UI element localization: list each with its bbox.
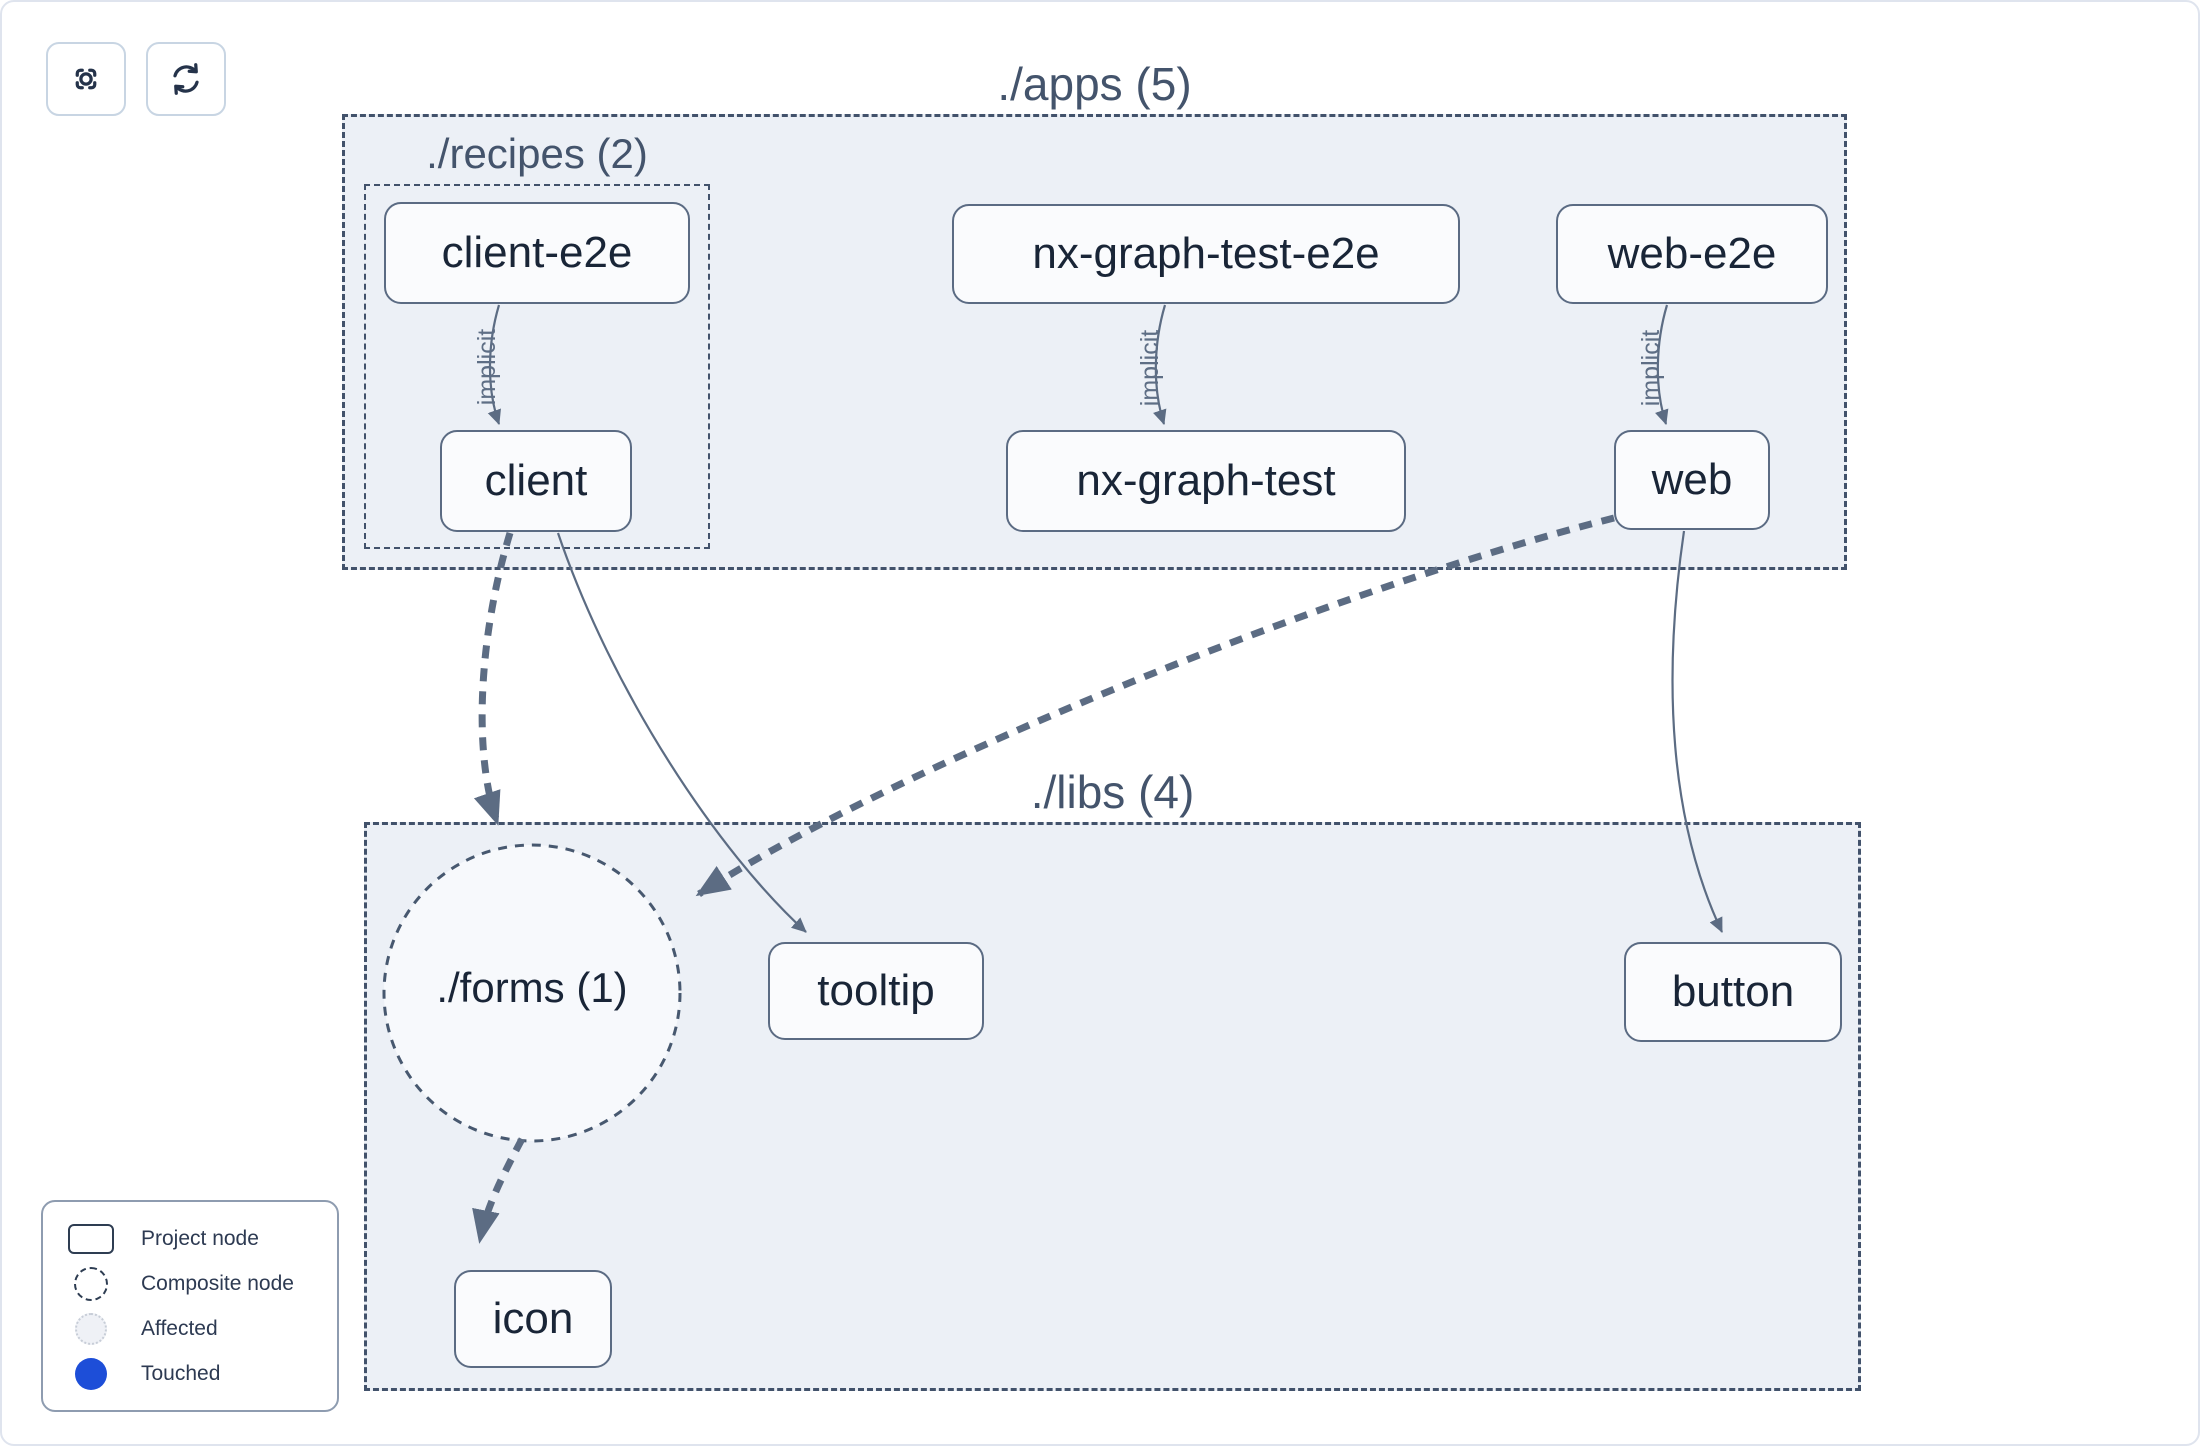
node-web-e2e[interactable]: web-e2e <box>1556 204 1828 304</box>
node-client[interactable]: client <box>440 430 632 532</box>
node-nx-graph-test-e2e[interactable]: nx-graph-test-e2e <box>952 204 1460 304</box>
node-web[interactable]: web <box>1614 430 1770 530</box>
legend-item-affected: Affected <box>67 1307 313 1351</box>
legend-item-label: Project node <box>141 1226 259 1250</box>
legend-item-composite-node: Composite node <box>67 1262 313 1306</box>
edge-web-to-forms[interactable] <box>695 514 1615 897</box>
legend-item-label: Affected <box>141 1316 218 1340</box>
node-button[interactable]: button <box>1624 942 1842 1042</box>
legend-item-touched: Touched <box>67 1352 313 1396</box>
group-apps-title: ./apps (5) <box>997 58 1192 110</box>
composite-node-swatch <box>67 1266 115 1301</box>
node-nx-graph-test[interactable]: nx-graph-test <box>1006 430 1406 532</box>
group-recipes-title: ./recipes (2) <box>426 130 648 177</box>
node-icon[interactable]: icon <box>454 1270 612 1368</box>
node-client-e2e[interactable]: client-e2e <box>384 202 690 304</box>
composite-node-forms-label[interactable]: ./forms (1) <box>436 964 628 1011</box>
composite-node-forms-circle[interactable] <box>382 843 682 1143</box>
focus-viewfinder-icon <box>75 68 97 90</box>
legend-panel: Project node Composite node Affected Tou… <box>41 1200 339 1412</box>
edge-client-to-tooltip[interactable] <box>556 532 807 933</box>
edge-client-e2e-to-client[interactable] <box>487 304 501 425</box>
node-tooltip[interactable]: tooltip <box>768 942 984 1040</box>
affected-swatch <box>67 1312 115 1345</box>
edge-client-to-forms[interactable] <box>473 531 514 826</box>
edge-web-e2e-to-web[interactable] <box>1655 304 1669 425</box>
edge-nx-graph-test-e2e-to-nx-graph-test[interactable] <box>1153 304 1167 425</box>
edge-web-to-button[interactable] <box>1671 530 1723 933</box>
group-libs-title: ./libs (4) <box>1030 766 1195 818</box>
touched-swatch <box>67 1357 115 1390</box>
legend-item-label: Composite node <box>141 1271 294 1295</box>
focus-button[interactable] <box>46 42 126 116</box>
refresh-button[interactable] <box>146 42 226 116</box>
group-recipes[interactable] <box>364 184 710 549</box>
legend-item-project-node: Project node <box>67 1217 313 1261</box>
toolbar <box>46 42 226 116</box>
refresh-cycle-icon <box>173 63 199 95</box>
edge-forms-to-icon[interactable] <box>472 1137 526 1244</box>
project-node-swatch <box>67 1223 115 1254</box>
legend-item-label: Touched <box>141 1361 221 1385</box>
